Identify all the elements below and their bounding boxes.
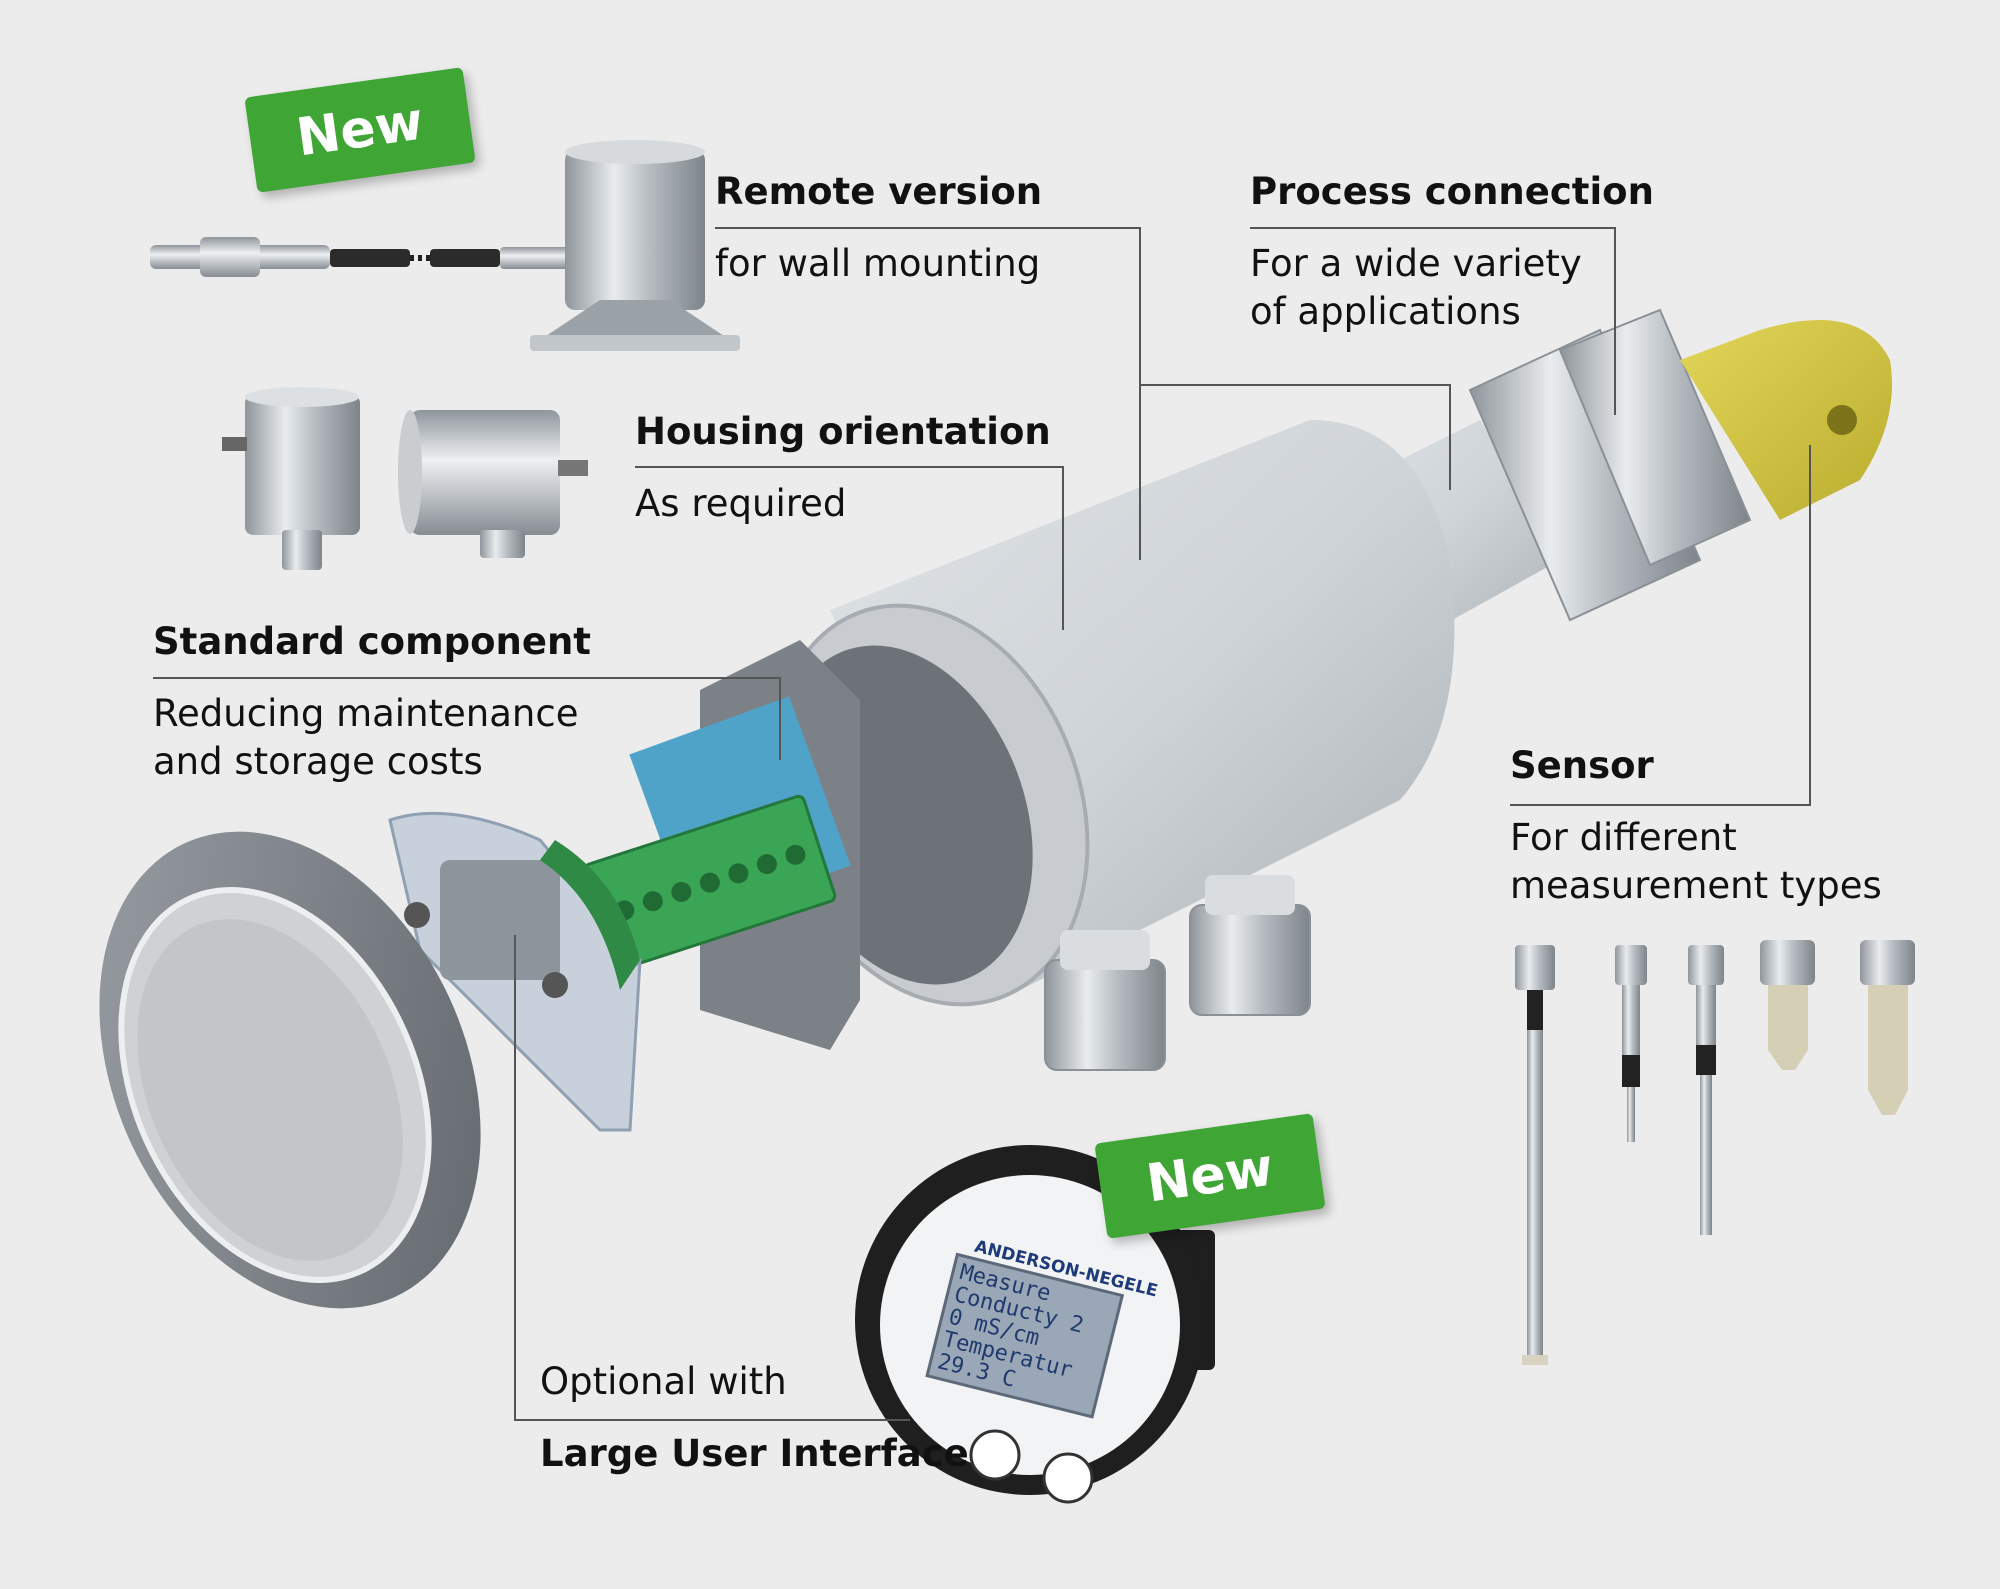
housing-orientation-vertical — [222, 387, 360, 570]
sensor-title: Sensor — [1510, 744, 1654, 787]
sensor-probe-1 — [1515, 945, 1555, 1365]
leader-lui — [514, 935, 910, 1421]
large-user-interface: ANDERSON-NEGELE Measure Conducty 2 0 mS/… — [855, 1145, 1215, 1504]
housing-orientation-horizontal — [398, 410, 588, 558]
remote-version-label: Remote version for wall mounting — [715, 168, 1042, 288]
leader-sensor — [1510, 445, 1811, 806]
yellow-process-adapter — [1680, 320, 1892, 520]
remote-version-illustration — [150, 140, 740, 351]
main-transmitter — [583, 308, 1892, 1071]
standard-component-title: Standard component — [153, 620, 591, 663]
leader-standard — [153, 677, 781, 760]
process-connection-subtitle-2: of applications — [1250, 290, 1521, 333]
lui-button-down[interactable] — [1042, 1452, 1094, 1504]
sensor-probe-4 — [1760, 940, 1815, 1070]
housing-orientation-title: Housing orientation — [635, 410, 1051, 453]
lid-ring — [99, 831, 481, 1309]
sensor-variants — [1515, 940, 1915, 1365]
sensor-probe-2 — [1615, 945, 1647, 1142]
leader-lines — [153, 227, 1811, 1421]
sensor-probe-5 — [1860, 940, 1915, 1115]
remote-version-subtitle: for wall mounting — [715, 242, 1041, 285]
leader-remote — [715, 227, 1141, 560]
cable-gland-right — [1189, 875, 1311, 1016]
process-connection-ring — [1558, 308, 1752, 567]
lui-label: Optional with Large User Interface — [540, 1358, 969, 1478]
process-connection-subtitle-1: For a wide variety — [1250, 242, 1582, 285]
lcd-screen — [925, 1252, 1125, 1419]
adapter-hole — [1827, 405, 1857, 435]
process-connection-label: Process connection For a wide variety of… — [1250, 168, 1654, 336]
housing-orientation-subtitle: As required — [635, 482, 847, 525]
lui-subtitle: Optional with — [540, 1360, 787, 1403]
cable-gland-left — [1044, 930, 1166, 1071]
leader-process-branch — [1140, 384, 1451, 490]
standard-component-subtitle-1: Reducing maintenance — [153, 692, 579, 735]
sensor-label: Sensor For different measurement types — [1510, 742, 1882, 910]
process-connection-title: Process connection — [1250, 170, 1654, 213]
housing-orientation-label: Housing orientation As required — [635, 408, 1051, 528]
leader-housing — [635, 466, 1064, 630]
lui-button-up[interactable] — [969, 1429, 1021, 1481]
lui-title: Large User Interface — [540, 1432, 969, 1475]
remote-version-title: Remote version — [715, 170, 1043, 213]
leader-process — [1250, 227, 1616, 415]
sensor-probe-3 — [1688, 945, 1724, 1235]
sensor-subtitle-1: For different — [1510, 816, 1737, 859]
standard-component-subtitle-2: and storage costs — [153, 740, 483, 783]
sensor-subtitle-2: measurement types — [1510, 864, 1882, 907]
standard-component-label: Standard component Reducing maintenance … — [153, 618, 591, 786]
